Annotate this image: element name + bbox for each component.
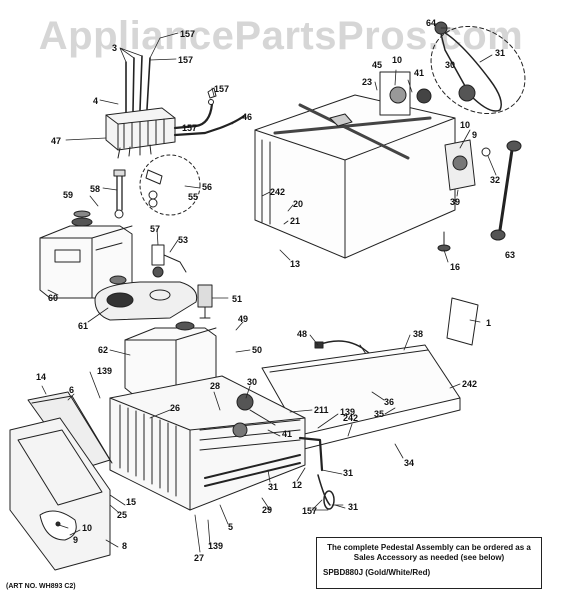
part-callout: 41 [414,68,425,78]
drain-hose [490,140,522,241]
accessory-note-text: The complete Pedestal Assembly can be or… [327,543,531,562]
accessory-note: The complete Pedestal Assembly can be or… [316,537,542,589]
leader-lines [41,27,497,553]
part-callout: 28 [210,381,221,391]
part-callout: 157 [178,55,194,65]
part-callout: 23 [362,77,373,87]
accessory-model: SPBD880J (Gold/White/Red) [323,568,431,577]
part-callout: 48 [297,329,308,339]
part-callout: 47 [51,136,62,146]
part-callout: 31 [343,468,354,478]
part-callout: 20 [293,199,304,209]
pedestal-upper-housing [254,94,456,259]
part-callout: 157 [182,123,198,133]
part-callout: 59 [63,190,74,200]
part-callout: 25 [117,510,128,520]
part-callout: 12 [292,480,303,490]
part-callout: 32 [490,175,501,185]
pump [151,244,187,278]
part-callout: 10 [392,55,403,65]
part-callout: 45 [372,60,383,70]
part-callout: 46 [242,112,253,122]
part-callout: 35 [374,409,385,419]
part-callout: 27 [194,553,205,563]
part-callout: 57 [150,224,161,234]
part-callout: 51 [232,294,243,304]
leveling-foot [437,231,451,252]
part-callout: 9 [73,535,79,545]
part-callout: 5 [228,522,234,532]
part-callout: 53 [178,235,189,245]
part-callout: 1 [486,318,492,328]
part-callout: 15 [126,497,137,507]
wire-connector [197,284,213,319]
part-callout: 55 [188,192,199,202]
part-callout: 157 [180,29,196,39]
part-callout: 211 [314,405,329,415]
part-callout: 139 [208,541,224,551]
part-callout: 16 [450,262,461,272]
part-callout: 14 [36,372,47,382]
part-callout: 41 [282,429,293,439]
art-number: (ART NO. WH893 C2) [6,583,76,590]
part-callout: 38 [413,329,424,339]
part-callout: 31 [348,502,359,512]
part-callout: 157 [214,84,230,94]
part-callout: 36 [384,397,395,407]
mounting-plate [444,139,491,191]
drawer-front-panel [9,417,111,571]
part-callout: 157 [302,506,318,516]
part-callout: 34 [404,458,415,468]
part-callout: 242 [270,187,286,197]
part-callout: 3 [112,43,118,53]
part-callout: 31 [495,48,506,58]
part-callout: 4 [93,96,99,106]
inlet-tube [113,169,126,219]
detail-circle [139,154,201,216]
part-callout: 139 [340,407,356,417]
part-callout: 29 [262,505,273,515]
part-callout: 58 [90,184,101,194]
part-callout: 6 [69,385,75,395]
part-callout: 10 [82,523,93,533]
part-callout: 62 [98,345,109,355]
part-callout: 9 [472,130,478,140]
part-callout: 63 [505,250,516,260]
part-callout: 242 [462,379,478,389]
part-callout: 50 [252,345,263,355]
part-callout: 21 [290,216,301,226]
hose [298,436,335,510]
part-callout: 30 [247,377,258,387]
part-callout: 13 [290,259,301,269]
part-callout: 31 [268,482,279,492]
part-callout: 64 [426,18,437,28]
part-callout: 61 [78,321,89,331]
part-callout: 49 [238,314,249,324]
valve-manifold-assembly [105,55,246,159]
motor-assembly [379,71,432,116]
part-callout: 26 [170,403,181,413]
part-callout: 10 [460,120,471,130]
part-callout: 60 [48,293,59,303]
instruction-sheet [446,297,479,346]
drawer-frame [109,375,306,511]
part-callout: 30 [445,60,456,70]
part-callout: 56 [202,182,213,192]
part-callout: 8 [122,541,128,551]
part-callout: 242 [343,413,359,423]
part-callout: 39 [450,197,461,207]
part-callout: 139 [97,366,113,376]
